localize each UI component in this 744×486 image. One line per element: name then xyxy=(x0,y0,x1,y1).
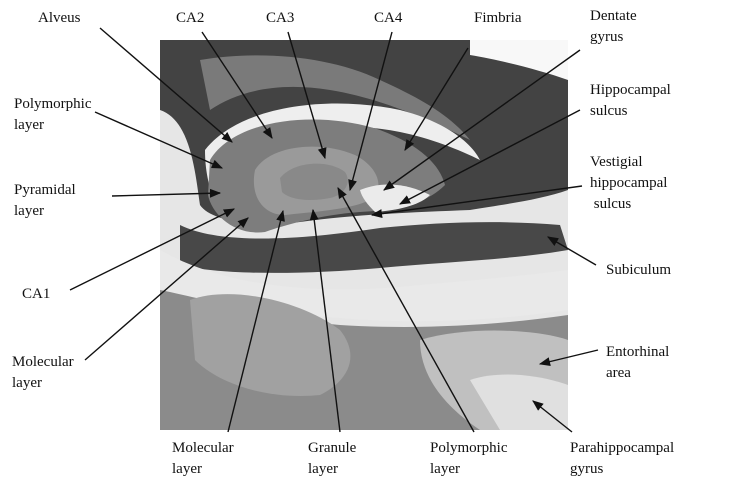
label-dentate-gyrus: Dentate gyrus xyxy=(590,6,637,48)
label-polymorphic-layer-left: Polymorphic layer xyxy=(14,94,92,136)
label-pyramidal-layer: Pyramidal layer xyxy=(14,180,76,222)
label-subiculum: Subiculum xyxy=(606,260,671,281)
label-molecular-layer-bottom: Molecular layer xyxy=(172,438,234,480)
label-ca3: CA3 xyxy=(266,8,294,29)
label-molecular-layer-left: Molecular layer xyxy=(12,352,74,394)
label-vestigial-hippocampal-sulcus: Vestigial hippocampal sulcus xyxy=(590,152,667,215)
label-ca4: CA4 xyxy=(374,8,402,29)
label-parahippocampal-gyrus: Parahippocampal gyrus xyxy=(570,438,674,480)
label-granule-layer: Granule layer xyxy=(308,438,356,480)
label-hippocampal-sulcus: Hippocampal sulcus xyxy=(590,80,671,122)
label-fimbria: Fimbria xyxy=(474,8,522,29)
label-ca1: CA1 xyxy=(22,284,50,305)
label-polymorphic-layer-bottom: Polymorphic layer xyxy=(430,438,508,480)
label-entorhinal-area: Entorhinal area xyxy=(606,342,669,384)
label-alveus: Alveus xyxy=(38,8,81,29)
label-ca2: CA2 xyxy=(176,8,204,29)
